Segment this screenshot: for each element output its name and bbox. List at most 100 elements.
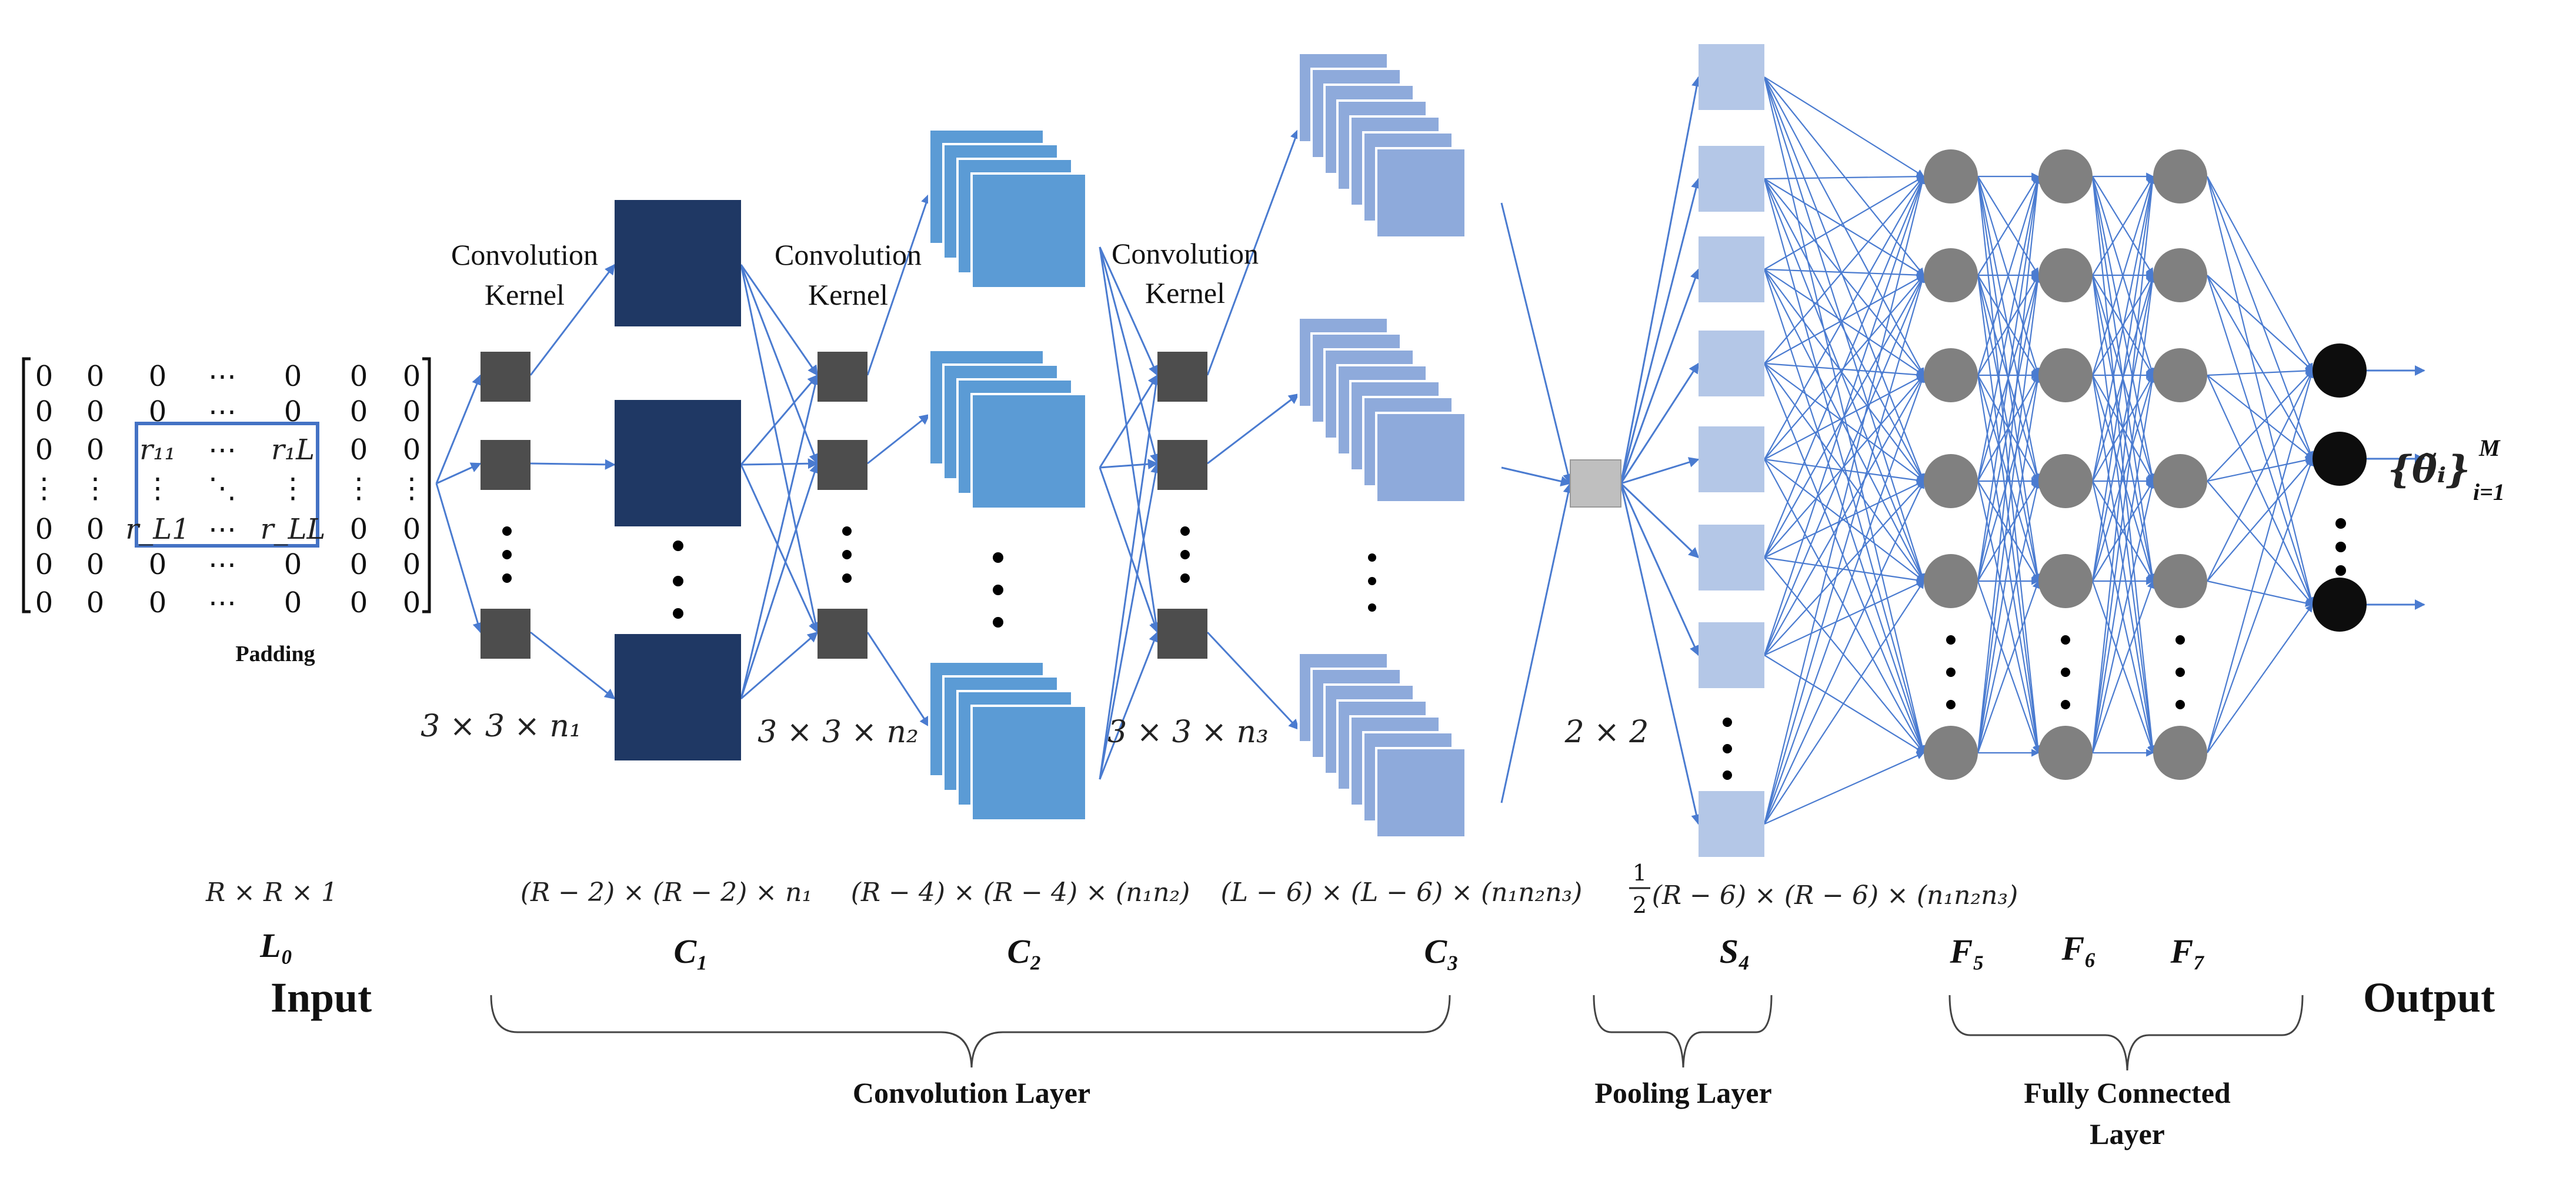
edge-kernel2-to-c2-1	[867, 413, 930, 465]
matrix-cell-5-3: ⋯	[208, 548, 236, 581]
matrix-cell-2-4: r₁L	[271, 433, 315, 466]
edge-c1-2-to-kernel2-2	[740, 631, 819, 700]
vertical-ellipses	[502, 518, 2346, 780]
edge-f7-1-to-out-2	[2206, 275, 2314, 606]
edge-s4-1-to-f5-1	[1764, 178, 1925, 276]
edge-s4-4-to-f5-0	[1764, 175, 1924, 460]
f6-node-3	[2038, 454, 2093, 508]
c1-dims: (R − 2) × (R − 2) × n₁	[520, 878, 812, 908]
edge-s4-7-to-f5-5	[1764, 752, 1925, 825]
edge-c1-1-to-kernel2-2	[740, 464, 819, 633]
matrix-cell-5-4: 0	[284, 548, 302, 581]
matrix-cell-5-2: 0	[149, 548, 167, 581]
edge-s4-2-to-f5-4	[1764, 269, 1924, 582]
f7-node-5	[2153, 726, 2207, 780]
kernel2-box-2	[817, 609, 867, 659]
kernel-3-ellipsis	[1180, 526, 1190, 583]
padding-label: Padding	[235, 642, 315, 666]
edge-kernel2-to-c2-2	[866, 632, 930, 728]
edge-s4-6-to-f5-1	[1763, 274, 1925, 656]
s4-ellipsis	[1723, 718, 1732, 780]
c2-map-1-3	[970, 393, 1087, 510]
edge-f6-2-to-f7-1	[2092, 274, 2154, 376]
edge-f5-5-to-f6-1	[1977, 274, 2042, 753]
edge-kernel3-to-c3-0	[1206, 128, 1300, 376]
f7-label: F₇	[2170, 932, 2205, 970]
edge-f6-5-to-f7-4	[2091, 580, 2155, 753]
matrix-cell-3-5: ⋮	[345, 472, 373, 505]
edge-f6-2-to-f7-0	[2091, 175, 2155, 376]
edge-input-to-kernel1-0	[435, 374, 482, 484]
edge-f6-5-to-f7-0	[2091, 175, 2157, 753]
edge-s4-6-to-f5-3	[1764, 481, 1924, 656]
edge-input-to-kernel1-1	[436, 462, 482, 485]
edge-f5-2-to-f6-0	[1977, 175, 2040, 376]
matrix-cell-1-2: 0	[149, 395, 167, 428]
kernel-2-ellipsis	[842, 526, 852, 583]
kernel-3-label-bottom: Kernel	[1145, 276, 1225, 309]
c1-feature-map-2	[615, 634, 741, 760]
c2-label: C₂	[1007, 932, 1042, 970]
edge-s4-6-to-f5-5	[1764, 655, 1925, 753]
f7-node-4	[2153, 554, 2207, 608]
edge-s4-2-to-f5-0	[1764, 176, 1925, 270]
edge-f5-4-to-f6-3	[1977, 480, 2039, 582]
edge-s4-3-to-f5-1	[1764, 275, 1925, 364]
matrix-cell-2-1: 0	[86, 433, 105, 466]
matrix-cell-3-1: ⋮	[81, 472, 109, 505]
output-node-1	[2313, 432, 2367, 486]
edge-f7-5-to-out-0	[2206, 369, 2315, 753]
matrix-cell-1-5: 0	[350, 395, 368, 428]
s4-unit-4	[1699, 426, 1764, 492]
matrix-cell-2-5: 0	[350, 433, 368, 466]
matrix-cell-4-2: r_L1	[125, 513, 189, 546]
kernel-3-size: 3 × 3 × n₃	[1107, 715, 1269, 750]
pool-layer-brace	[1593, 995, 1773, 1068]
matrix-cell-6-1: 0	[86, 586, 105, 619]
s4-unit-1	[1699, 146, 1764, 212]
matrix-cell-3-3: ⋱	[208, 472, 236, 505]
edge-s4-1-to-f5-0	[1764, 172, 1925, 181]
matrix-cell-1-4: 0	[284, 395, 302, 428]
edge-s4-4-to-f5-3	[1764, 458, 1925, 484]
edge-f7-5-to-out-1	[2206, 458, 2314, 753]
edge-f7-1-to-out-1	[2207, 275, 2313, 460]
matrix-cell-2-2: r₁₁	[139, 433, 175, 466]
c3-feature-stack-0	[1297, 52, 1467, 239]
edge-s4-3-to-f5-4	[1764, 363, 1924, 582]
edge-pool-to-s4-4	[1620, 457, 1700, 485]
edge-f5-1-to-f6-0	[1977, 175, 2039, 276]
output-title: Output	[2363, 974, 2495, 1021]
c3-label: C₃	[1424, 932, 1459, 970]
f5-node-5	[1924, 726, 1978, 780]
c2-map-2-3	[970, 705, 1087, 822]
edge-f6-5-to-f7-2	[2091, 374, 2156, 753]
matrix-cell-0-1: 0	[86, 360, 105, 393]
matrix-cell-4-5: 0	[350, 513, 368, 546]
edge-f7-2-to-out-2	[2207, 375, 2314, 606]
edge-s4-7-to-f5-1	[1763, 274, 1926, 825]
matrix-cell-0-6: 0	[403, 360, 421, 393]
edge-f5-4-to-f6-0	[1977, 175, 2041, 582]
output-ellipsis	[2335, 518, 2346, 576]
f5-node-4	[1924, 554, 1978, 608]
matrix-cell-6-0: 0	[35, 586, 54, 619]
kernel-1-label-bottom: Kernel	[485, 278, 565, 311]
edge-c1-2-to-kernel2-1	[740, 462, 820, 699]
s4-label: S₄	[1720, 932, 1750, 970]
edge-s4-7-to-f5-2	[1763, 374, 1926, 825]
edge-f6-4-to-f7-3	[2092, 480, 2154, 582]
f5-node-3	[1924, 454, 1978, 508]
f6-ellipsis	[2061, 635, 2070, 709]
input-dims: R × R × 1	[205, 878, 338, 908]
edge-s4-2-to-f5-1	[1764, 268, 1925, 279]
matrix-cell-2-6: 0	[403, 433, 421, 466]
edge-s4-1-to-f5-2	[1764, 178, 1924, 376]
kernel-2-label-top: Convolution	[775, 238, 922, 271]
edge-pool-to-s4-2	[1620, 268, 1700, 484]
matrix-cell-3-4: ⋮	[279, 472, 307, 505]
f6-node-1	[2038, 248, 2093, 302]
matrix-cell-0-2: 0	[149, 360, 167, 393]
